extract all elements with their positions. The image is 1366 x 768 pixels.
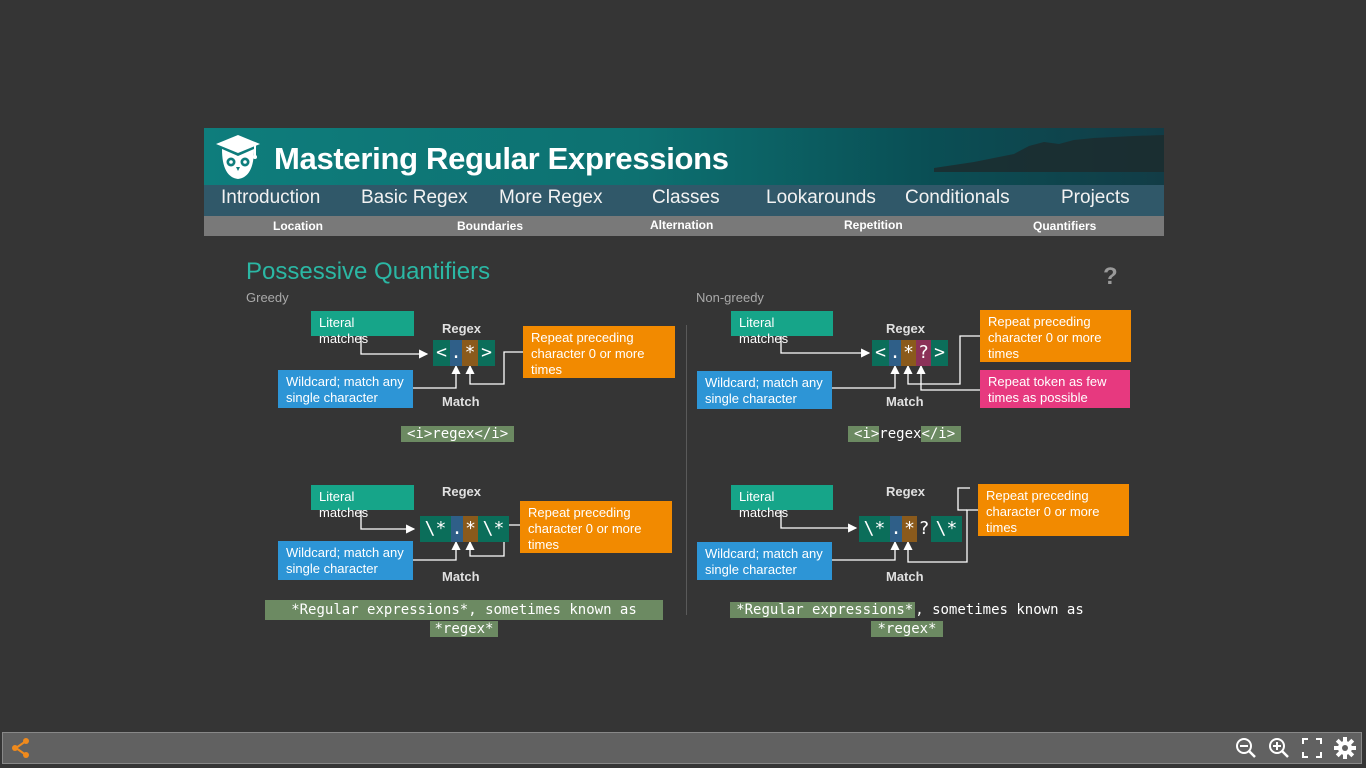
regex-label: Regex <box>886 321 926 336</box>
island-silhouette <box>934 135 1164 172</box>
zoom-out-icon[interactable] <box>1235 737 1257 759</box>
subnav-item-location[interactable]: Location <box>273 219 323 233</box>
match-highlight: *Regular expressions*, sometimes known a… <box>265 600 663 620</box>
match-label: Match <box>442 394 480 409</box>
regex-token: ? <box>916 340 931 366</box>
regex-token: . <box>889 340 901 366</box>
page-title: Possessive Quantifiers <box>246 258 491 285</box>
wildcard-callout: Wildcard; match any single character <box>278 541 413 580</box>
regex-token: \* <box>931 516 962 542</box>
subnav-item-alternation[interactable]: Alternation <box>650 218 714 232</box>
regex-token: . <box>890 516 902 542</box>
literal-matches-callout: Literal matches <box>731 311 833 346</box>
nav-item-projects[interactable]: Projects <box>1061 187 1130 208</box>
literal-matches-callout: Literal matches <box>311 485 414 520</box>
course-banner: Mastering Regular Expressions <box>204 128 1164 185</box>
column-divider <box>686 325 687 615</box>
regex-token: \* <box>859 516 890 542</box>
regex-pattern: < . * ? > <box>872 340 948 366</box>
regex-token: < <box>872 340 889 366</box>
match-text: , sometimes known as <box>915 602 1084 618</box>
match-highlight: *Regular expressions* <box>730 602 916 618</box>
share-icon[interactable] <box>10 737 32 759</box>
match-highlight: *regex* <box>430 621 498 637</box>
regex-token: ? <box>918 518 930 539</box>
regex-pattern: < . * > <box>433 340 495 366</box>
regex-token: . <box>450 340 462 366</box>
owl-logo-icon <box>216 135 260 179</box>
nongreedy-label: Non-greedy <box>696 290 764 305</box>
regex-label: Regex <box>442 321 482 336</box>
regex-label: Regex <box>442 484 482 499</box>
wildcard-callout: Wildcard; match any single character <box>697 542 832 580</box>
regex-pattern: \* . * \* <box>420 516 509 542</box>
repeat-callout: Repeat preceding character 0 or more tim… <box>523 326 675 378</box>
regex-token: > <box>478 340 495 366</box>
help-button[interactable]: ? <box>1103 263 1118 290</box>
match-text: regex <box>879 426 922 442</box>
repeat-callout: Repeat preceding character 0 or more tim… <box>520 501 672 553</box>
regex-label: Regex <box>886 484 926 499</box>
wildcard-callout: Wildcard; match any single character <box>278 370 413 408</box>
subnav-item-repetition[interactable]: Repetition <box>844 218 903 232</box>
regex-token: > <box>931 340 948 366</box>
regex-pattern: \* . * ? \* <box>859 516 962 542</box>
match-result: <i>regex</i> <box>848 424 962 444</box>
zoom-in-icon[interactable] <box>1268 737 1290 759</box>
subnav-item-boundaries[interactable]: Boundaries <box>457 219 524 233</box>
match-highlight: *regex* <box>871 621 943 637</box>
regex-token: < <box>433 340 450 366</box>
regex-token: \* <box>478 516 509 542</box>
literal-matches-callout: Literal matches <box>731 485 833 520</box>
regex-token: * <box>462 340 478 366</box>
presentation-toolbar <box>2 732 1362 764</box>
regex-token: \* <box>420 516 451 542</box>
regex-token: * <box>901 340 916 366</box>
nav-item-lookarounds[interactable]: Lookarounds <box>766 187 876 208</box>
match-highlight: </i> <box>921 426 962 442</box>
nav-item-basic-regex[interactable]: Basic Regex <box>361 187 468 208</box>
literal-matches-callout: Literal matches <box>311 311 414 346</box>
regex-token: . <box>451 516 463 542</box>
nav-item-classes[interactable]: Classes <box>652 187 720 208</box>
fullscreen-icon[interactable] <box>1301 737 1323 759</box>
match-label: Match <box>442 569 480 584</box>
nav-item-introduction[interactable]: Introduction <box>221 187 321 208</box>
match-result: <i>regex</i> <box>401 424 515 444</box>
greedy-label: Greedy <box>246 290 289 305</box>
nav-item-more-regex[interactable]: More Regex <box>499 187 603 208</box>
repeat-callout: Repeat preceding character 0 or more tim… <box>978 484 1129 536</box>
regex-token: * <box>463 516 478 542</box>
main-nav: Introduction Basic Regex More Regex Clas… <box>204 185 1164 216</box>
match-label: Match <box>886 394 924 409</box>
match-highlight: <i>regex</i> <box>401 426 515 442</box>
subnav-item-quantifiers[interactable]: Quantifiers <box>1033 219 1097 233</box>
match-result: *Regular expressions*, sometimes known a… <box>700 600 1114 639</box>
regex-token: * <box>902 516 917 542</box>
match-result: *Regular expressions*, sometimes known a… <box>265 600 663 639</box>
settings-icon[interactable] <box>1334 737 1356 759</box>
match-label: Match <box>886 569 924 584</box>
repeat-callout: Repeat preceding character 0 or more tim… <box>980 310 1131 362</box>
lazy-callout: Repeat token as few times as possible <box>980 370 1130 408</box>
course-title: Mastering Regular Expressions <box>274 141 729 176</box>
nav-item-conditionals[interactable]: Conditionals <box>905 187 1010 208</box>
match-highlight: <i> <box>848 426 880 442</box>
wildcard-callout: Wildcard; match any single character <box>697 371 832 409</box>
sub-nav: Location Boundaries Alternation Repetiti… <box>204 216 1164 236</box>
